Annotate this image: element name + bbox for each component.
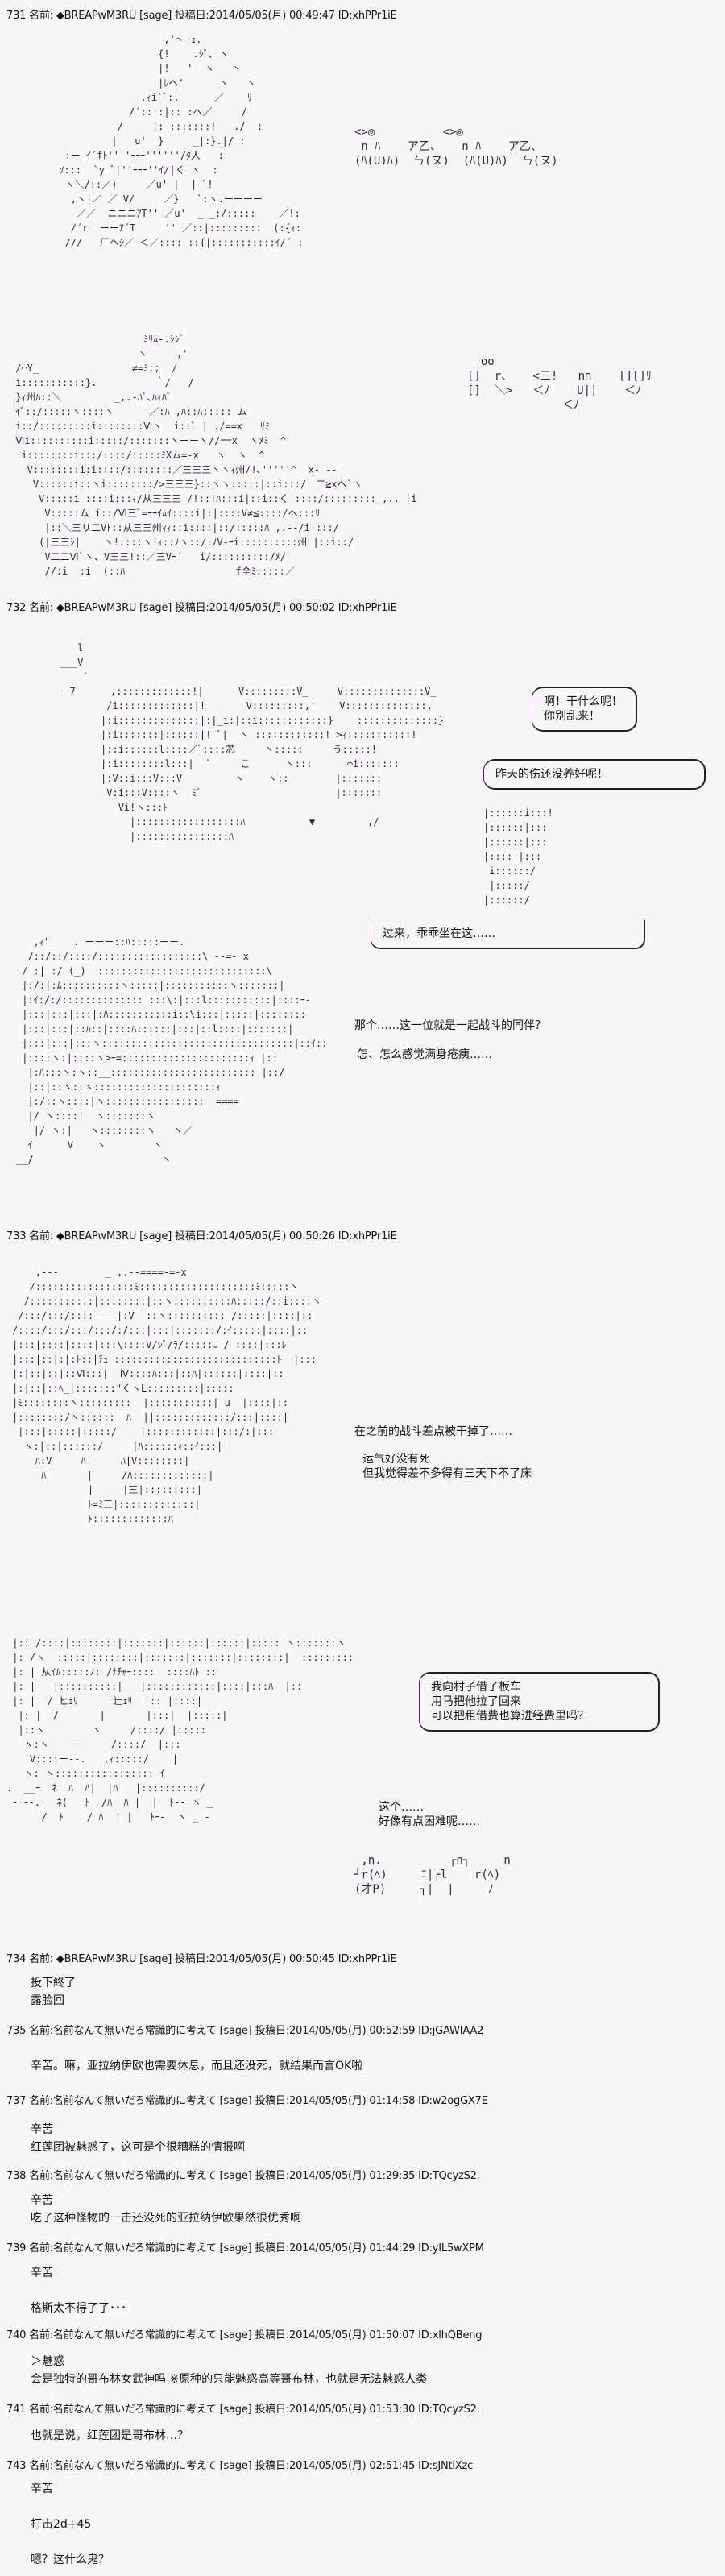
post-body-743: 辛苦 打击2d+45 嗯？这什么鬼？ [31,2480,110,2569]
dialogue-text: 那个……这一位就是一起战斗的同伴？ [354,1019,546,1032]
post-line: 红莲团被魅惑了，这可是个很糟糕的情报啊 [31,2141,245,2154]
speech-bubble: 我向村子借了板车 用马把他拉了回来 可以把租借费也算进经费里吗？ [419,1672,660,1732]
post-body-734: 投下終了 露脸回 [31,1974,76,2010]
post-line: 格斯太不得了了･･･ [31,2302,126,2315]
dialogue-text: 在之前的战斗差点被干掉了…… [354,1425,512,1438]
post-line [31,2533,110,2551]
post-line: 会是独特的哥布林女武神吗 ※原种的只能魅惑高等哥布林，也就是无法魅惑人类 [31,2373,428,2386]
post-line: 吃了这种怪物的一击还没死的亚拉纳伊欧果然很优秀啊 [31,2212,301,2225]
post-line [31,2282,126,2300]
post-header-743: 743 名前:名前なんて無いだろ常識的に考えて [sage] 投稿日:2014/… [6,2460,474,2472]
post-header-735: 735 名前:名前なんて無いだろ常識的に考えて [sage] 投稿日:2014/… [6,2025,484,2037]
ascii-art-731-sfx: <>◎ <>◎ n ﾊ ア乙、 n ﾊ ア乙、 (ﾊ(U)ﾊ) ㄣ(ヌ) (ﾊ(… [354,126,558,168]
speech-bubble: 昨天的伤还没养好呢！ [483,759,706,790]
post-header-739: 739 名前:名前なんて無いだろ常識的に考えて [sage] 投稿日:2014/… [6,2242,484,2255]
post-header-733: 733 名前: ◆BREAPwM3RU [sage] 投稿日:2014/05/0… [6,1230,397,1242]
dialogue-text: 运气好没有死 但我觉得差不多得有三天下不了床 [362,1453,532,1480]
post-line: 辛苦。嘛，亚拉纳伊欧也需要休息，而且还没死，就结果而言OK啦 [31,2060,363,2072]
post-body-738: 辛苦 吃了这种怪物的一击还没死的亚拉纳伊欧果然很优秀啊 [31,2192,301,2227]
ascii-art-733-scene: |:: /::::|::::::::|:::::::|::::::|::::::… [6,1637,354,1823]
post-line: 辛苦 [31,2483,53,2495]
ascii-art-733-figure: ,--- _ ,.--====-=-x /:::::::::::::::::ﾐ:… [12,1267,322,1524]
post-line: 嗯？这什么鬼？ [31,2553,110,2566]
post-line: 投下終了 [31,1977,76,1989]
speech-bubble: 啊！干什么呢！ 你别乱来！ [532,687,637,732]
dialogue-text: 这个…… 好像有点困难呢…… [379,1801,480,1828]
ascii-art-732-figure: ,ｨ" . ーーー::ﾊ:::::ーー. /::/::/::::/:::::::… [16,936,328,1165]
post-body-740: ＞魅惑 会是独特的哥布林女武神吗 ※原种的只能魅惑高等哥布林，也就是无法魅惑人类 [31,2353,427,2388]
post-line: 辛苦 [31,2123,53,2136]
ascii-art-733-sfx: ,n. ┌n┐ n ┘r(ﾍ) ﾆ|┌l r(ﾍ) (才P) ┐| | ﾉ [354,1854,511,1896]
post-line: 也就是说，红莲团是哥布林…？ [31,2429,188,2442]
post-header-734: 734 名前: ◆BREAPwM3RU [sage] 投稿日:2014/05/0… [6,1953,397,1965]
post-body-741: 也就是说，红莲团是哥布林…？ [31,2427,188,2445]
ascii-art-731-scene: ﾐﾘﾑ-.ｼｼﾞ ヽ ,' /⌒Y_ ≠=ﾐ;; / i:::::::::::}… [15,334,417,577]
post-line: ＞魅惑 [31,2355,64,2368]
post-body-737: 辛苦 红莲团被魅惑了，这可是个很糟糕的情报啊 [31,2121,245,2156]
post-header-731: 731 名前: ◆BREAPwM3RU [sage] 投稿日:2014/05/0… [6,10,397,22]
post-header-741: 741 名前:名前なんて無いだろ常識的に考えて [sage] 投稿日:2014/… [6,2404,480,2416]
post-line: 打击2d+45 [31,2518,92,2531]
ascii-art-731-figure: ,'⌒ーｭ. {! .ｼﾞ､ ヽ |! ' ヽ ヽ |ﾚヘ' ヽ ヽ .ｨi`ﾞ… [59,34,304,248]
post-body-735: 辛苦。嘛，亚拉纳伊欧也需要休息，而且还没死，就结果而言OK啦 [31,2057,362,2075]
speech-bubble: 过来，乖乖坐在这…… [371,920,645,949]
dialogue-text: 怎、怎么感觉满身疮痍…… [357,1048,492,1061]
post-header-737: 737 名前:名前なんて無いだろ常識的に考えて [sage] 投稿日:2014/… [6,2095,488,2107]
post-header-740: 740 名前:名前なんて無いだろ常識的に考えて [sage] 投稿日:2014/… [6,2329,483,2342]
post-header-738: 738 名前:名前なんて無いだろ常識的に考えて [sage] 投稿日:2014/… [6,2170,480,2182]
post-header-732: 732 名前: ◆BREAPwM3RU [sage] 投稿日:2014/05/0… [6,602,397,614]
ascii-art-732-scene-right: |::::::i:::! |::::::|::: |::::::|::: |::… [483,807,553,906]
post-line: 辛苦 [31,2194,53,2207]
ascii-art-731-sfx2: oo [] r、 <三! n∩ [][]ﾘ [] ＼> ＜ﾉ U|| ＜ﾉ ＜ﾉ [467,355,652,412]
post-line: 露脸回 [31,1994,64,2007]
post-body-739: 辛苦 格斯太不得了了･･･ [31,2264,126,2317]
ascii-art-732-scene: l ___V ` ー7 ,:::::::::::::!| V:::::::::V… [60,642,445,842]
post-line: 辛苦 [31,2267,53,2279]
post-line [31,2498,110,2516]
